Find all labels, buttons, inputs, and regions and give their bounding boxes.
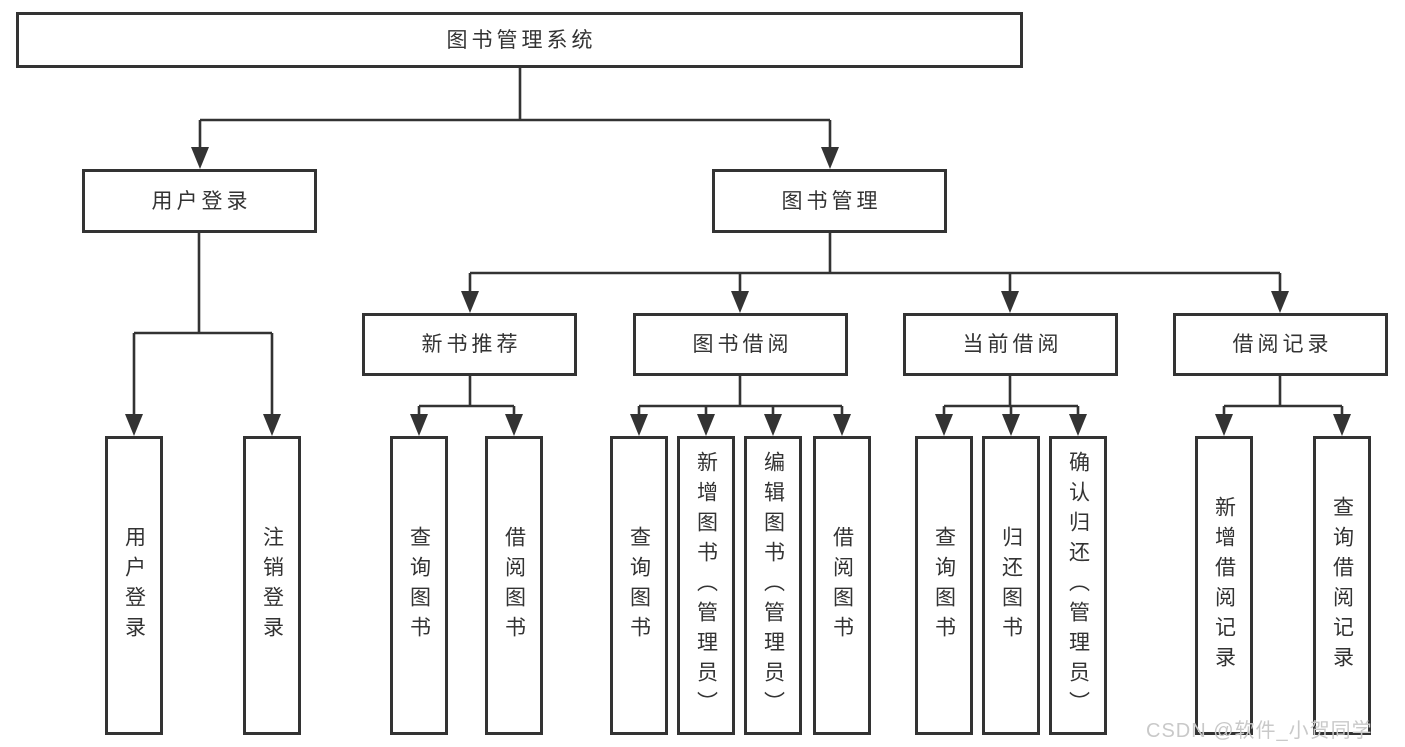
leaf-newbook-borrow-books: 借阅图书 — [485, 436, 543, 735]
node-book-borrow: 图书借阅 — [633, 313, 848, 376]
node-book-management: 图书管理 — [712, 169, 947, 233]
leaf-borrow-books: 借阅图书 — [813, 436, 871, 735]
leaf-logout: 注销登录 — [243, 436, 301, 735]
watermark: CSDN @软件_小贺同学 — [1146, 720, 1373, 742]
node-user-login: 用户登录 — [82, 169, 317, 233]
node-new-book-recommend: 新书推荐 — [362, 313, 577, 376]
leaf-current-query-books: 查询图书 — [915, 436, 973, 735]
leaf-return-books: 归还图书 — [982, 436, 1040, 735]
leaf-edit-books-admin: 编辑图书（管理员） — [744, 436, 802, 735]
node-root-system: 图书管理系统 — [16, 12, 1023, 68]
node-current-borrow: 当前借阅 — [903, 313, 1118, 376]
leaf-user-login: 用户登录 — [105, 436, 163, 735]
leaf-newbook-query-books: 查询图书 — [390, 436, 448, 735]
leaf-confirm-return-admin: 确认归还（管理员） — [1049, 436, 1107, 735]
leaf-add-borrow-record: 新增借阅记录 — [1195, 436, 1253, 735]
node-borrow-record: 借阅记录 — [1173, 313, 1388, 376]
leaf-query-borrow-record: 查询借阅记录 — [1313, 436, 1371, 735]
leaf-add-books-admin: 新增图书（管理员） — [677, 436, 735, 735]
leaf-borrow-query-books: 查询图书 — [610, 436, 668, 735]
